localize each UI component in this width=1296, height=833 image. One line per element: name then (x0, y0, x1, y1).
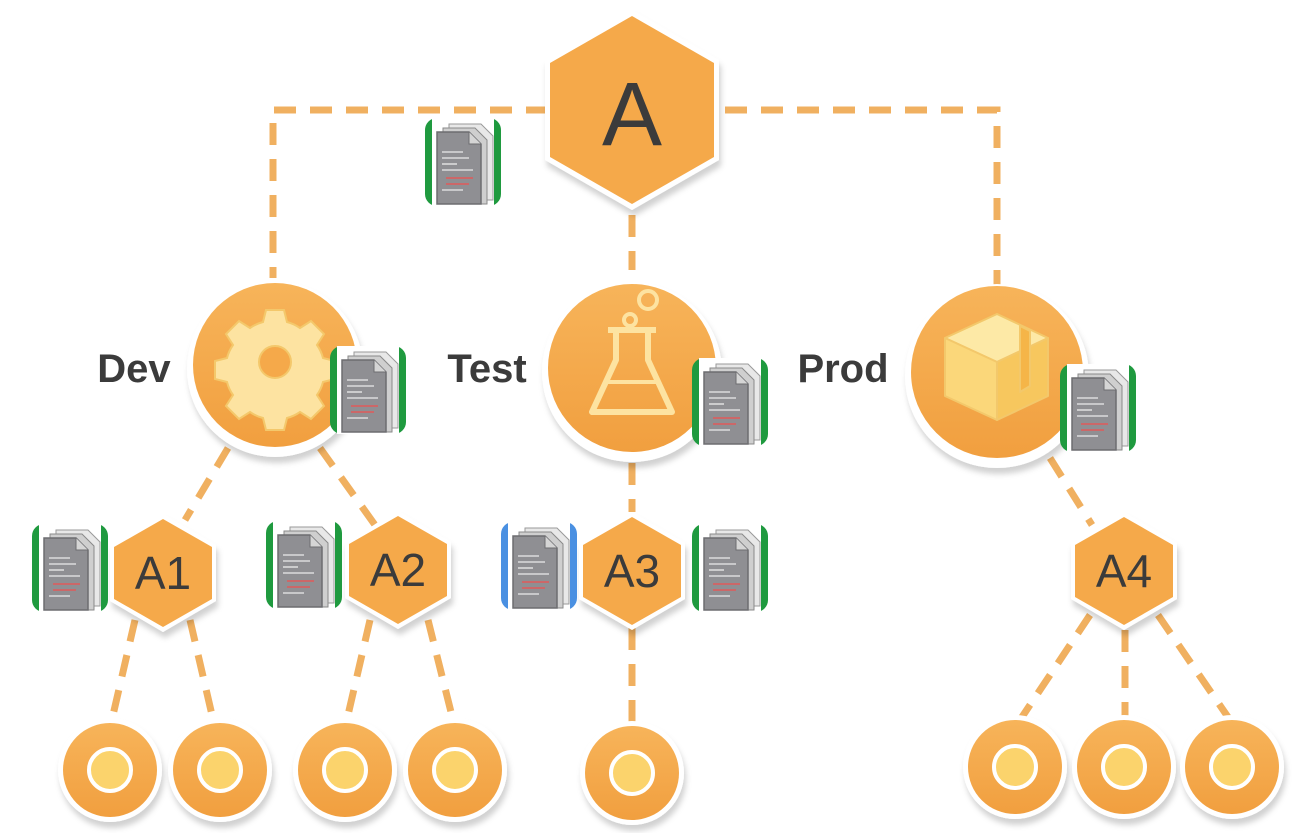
a3-document-icon-right[interactable] (691, 523, 769, 613)
connector-a2-leaf1 (341, 619, 374, 729)
leaf-node-a3-1[interactable] (580, 721, 684, 825)
leaf-node-a2-2[interactable] (403, 718, 507, 822)
prod-document-icon[interactable] (1059, 363, 1137, 453)
leaf-node-a1-2[interactable] (168, 718, 272, 822)
leaf-node-a2-1[interactable] (293, 718, 397, 822)
env-node-test[interactable] (542, 282, 722, 462)
leaf-node-a4-2[interactable] (1072, 715, 1176, 819)
connector-a1-leaf2 (186, 619, 219, 729)
env-label-prod: Prod (797, 347, 888, 391)
leaf-node-a4-1[interactable] (963, 715, 1067, 819)
connector-root-dev (269, 106, 548, 278)
box-icon (944, 313, 1049, 421)
env-label-dev: Dev (97, 347, 171, 391)
leaf-nodes (58, 715, 1284, 825)
a1-document-icon[interactable] (31, 523, 109, 613)
app-label-a2: A2 (370, 544, 426, 596)
connector-a4-leaf3 (1155, 613, 1233, 722)
connector-a4-leaf1 (1017, 613, 1093, 722)
root-node[interactable]: A (545, 10, 719, 210)
leaf-node-a4-3[interactable] (1180, 715, 1284, 819)
a2-document-icon[interactable] (265, 520, 343, 610)
connector-dev-a1 (181, 446, 232, 522)
env-node-dev[interactable] (187, 281, 363, 457)
app-label-a1: A1 (135, 547, 191, 599)
connector-root-prod (725, 106, 1001, 285)
connector-a2-leaf2 (424, 619, 459, 729)
connector-dev-a2 (317, 445, 378, 528)
leaf-node-a1-1[interactable] (58, 718, 162, 822)
app-node-a3[interactable]: A3 (579, 512, 685, 630)
app-node-a4[interactable]: A4 (1071, 512, 1177, 630)
root-label: A (602, 65, 662, 165)
connectors (106, 106, 1233, 729)
connector-prod-a4 (1047, 456, 1095, 527)
app-label-a4: A4 (1096, 545, 1152, 597)
app-node-a1[interactable]: A1 (110, 514, 216, 632)
flask-icon (589, 289, 675, 415)
env-node-prod[interactable] (905, 284, 1089, 468)
app-label-a3: A3 (604, 545, 660, 597)
test-document-icon[interactable] (691, 357, 769, 447)
gear-icon (214, 309, 336, 431)
app-node-a2[interactable]: A2 (345, 511, 451, 629)
root-document-icon[interactable] (424, 117, 502, 207)
a3-document-icon-left[interactable] (500, 521, 578, 611)
env-label-test: Test (447, 347, 526, 391)
dev-document-icon[interactable] (329, 345, 407, 435)
connector-a1-leaf1 (106, 619, 139, 729)
